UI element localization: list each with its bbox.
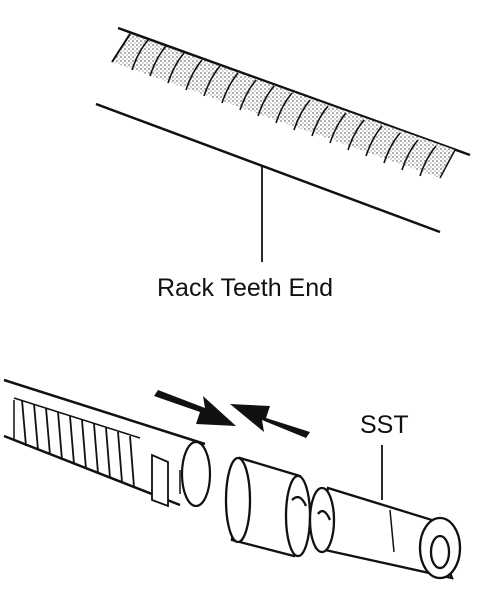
collar-ring — [224, 456, 312, 558]
rack-bar-end — [3, 378, 212, 508]
arrow-pair-icon — [154, 390, 310, 438]
rack-teeth — [131, 39, 437, 177]
rack-teeth-end-label: Rack Teeth End — [157, 274, 334, 302]
rack-bar-top — [95, 26, 471, 262]
sst-label: SST — [360, 411, 409, 439]
sst-tool — [308, 445, 462, 580]
